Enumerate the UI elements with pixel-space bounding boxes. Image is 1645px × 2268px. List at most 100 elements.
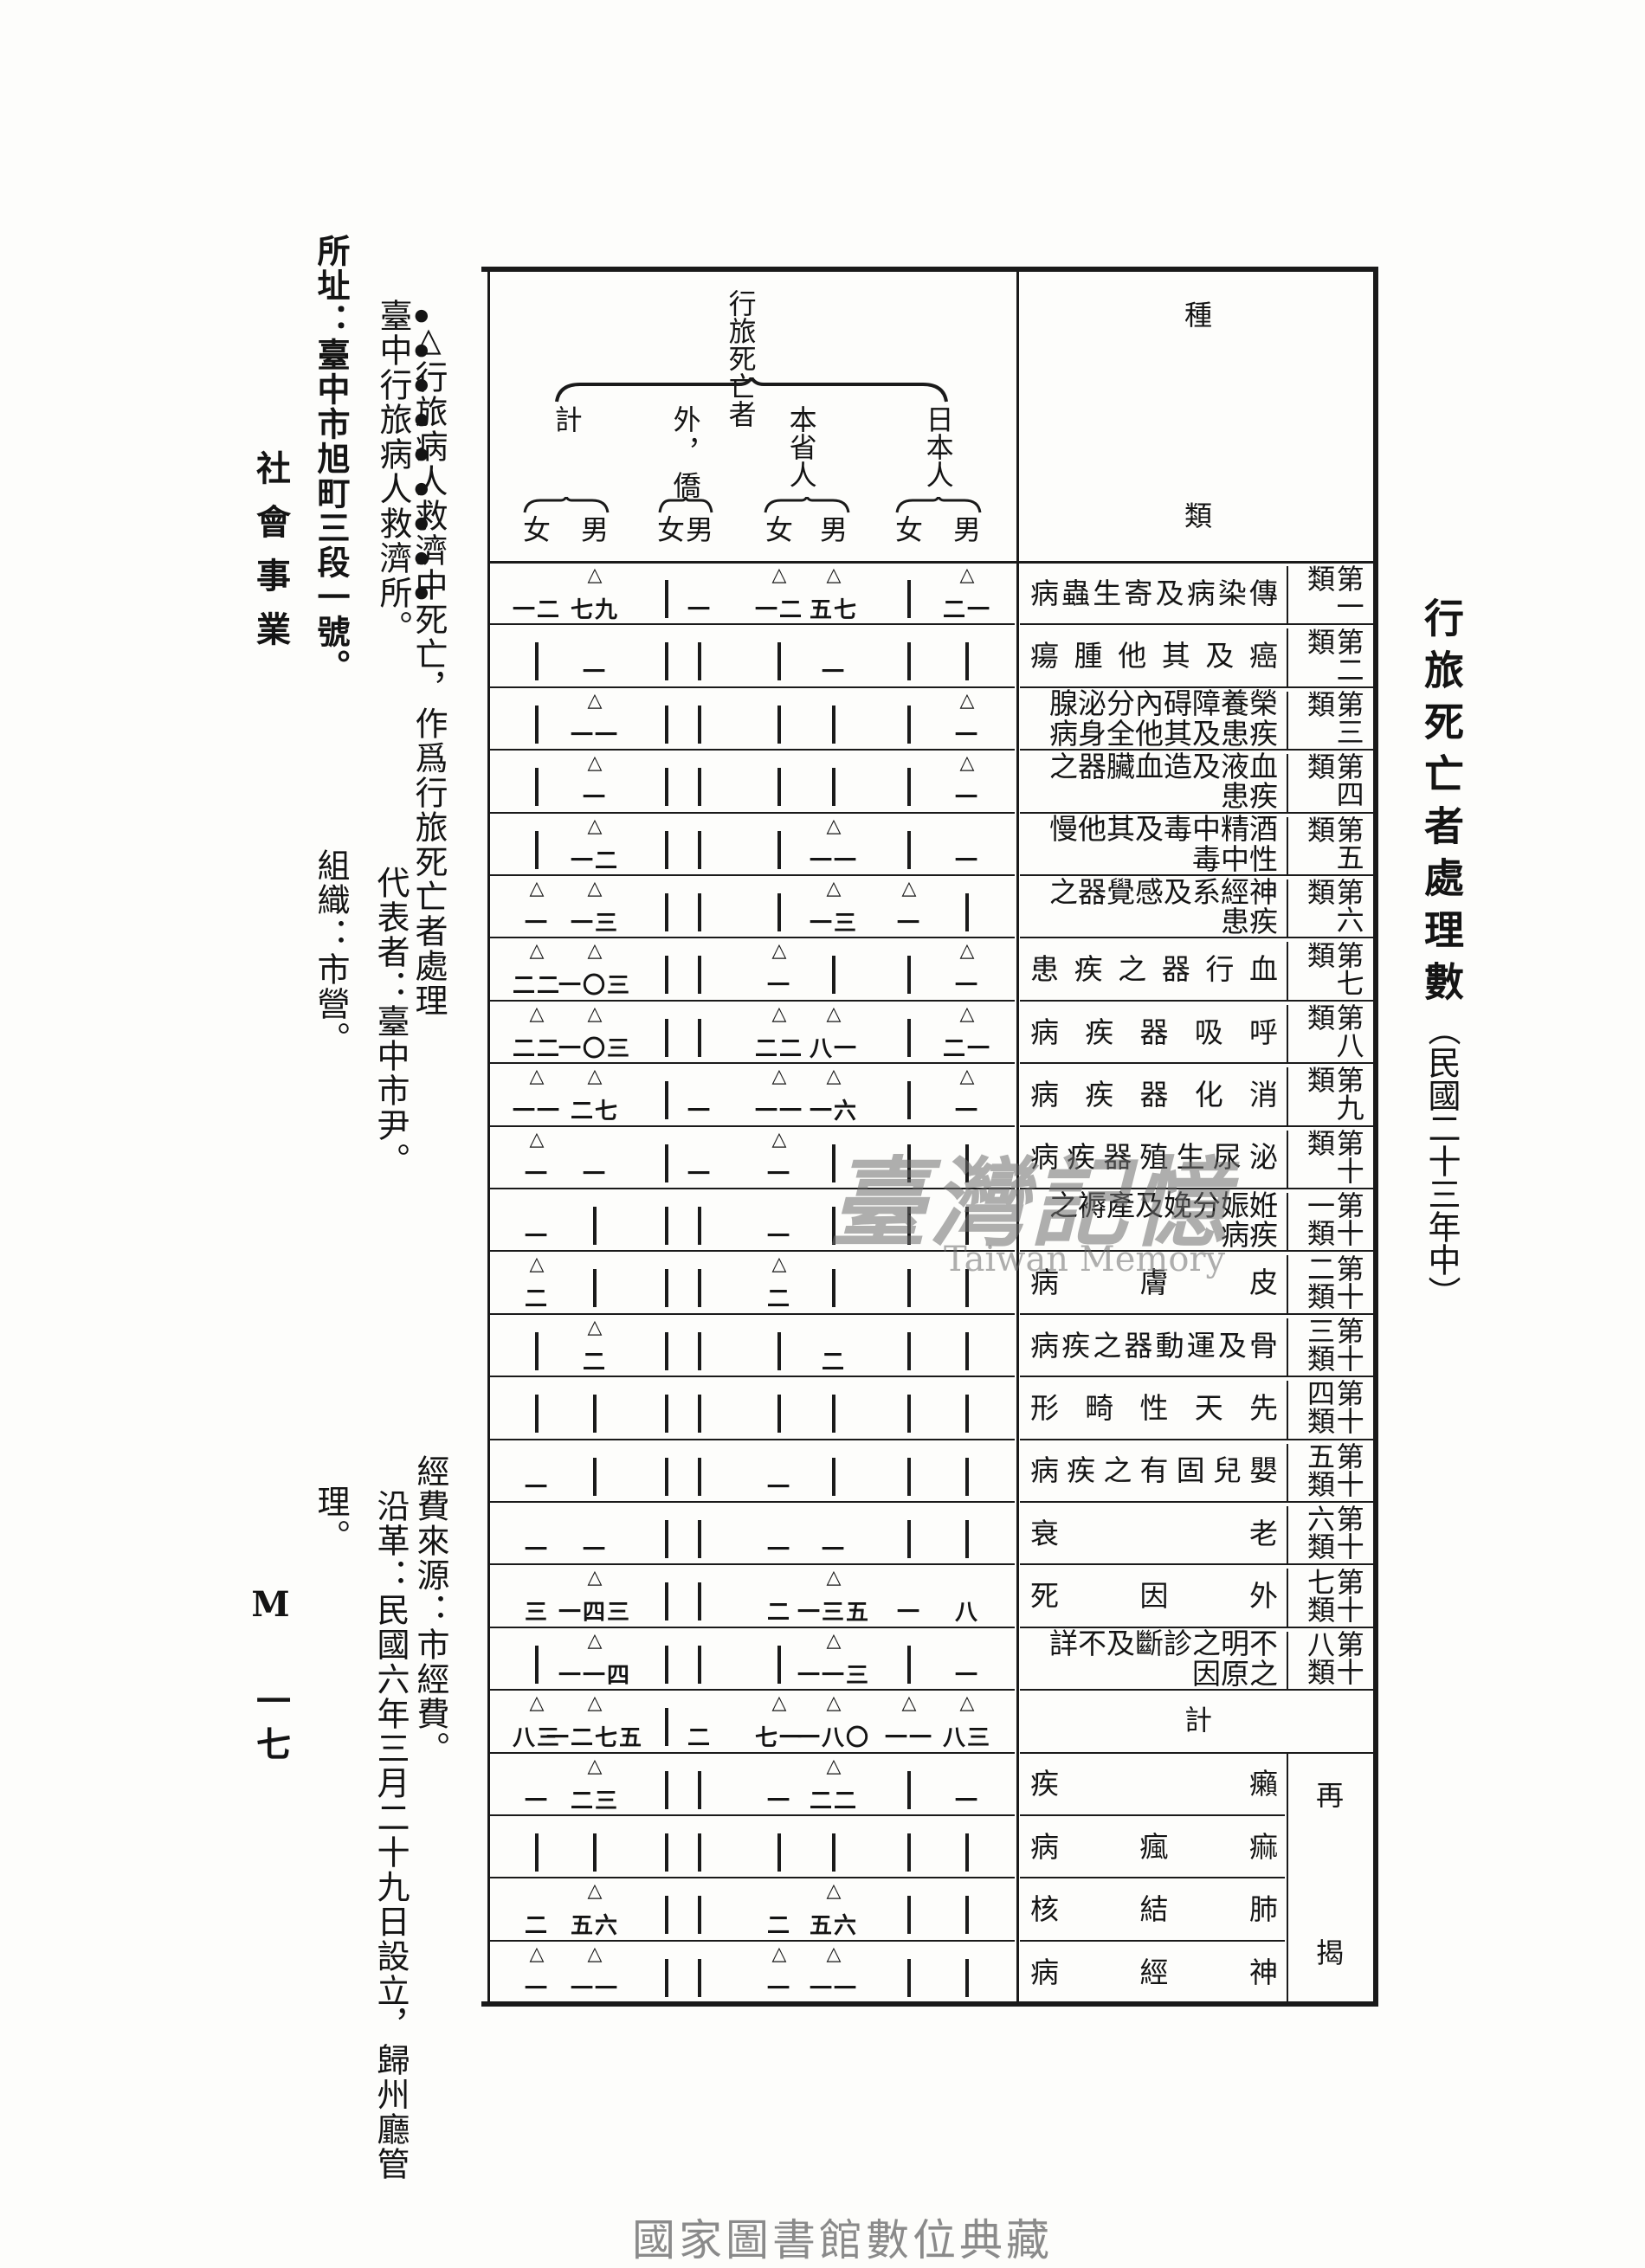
japanese-female-zero-value <box>907 705 911 744</box>
foreign-male-header: 男 <box>686 513 714 546</box>
category-label: 癩疾 <box>1030 1767 1278 1801</box>
triangle-mark-icon: △ <box>587 689 603 712</box>
category-label: 榮養障碍內分泌腺疾患及其他全身病 <box>1049 686 1278 751</box>
triangle-mark-icon: △ <box>771 940 787 963</box>
label-divider <box>1020 1312 1373 1315</box>
row-divider <box>490 1250 1015 1253</box>
triangle-mark-icon: △ <box>771 1128 787 1150</box>
triangle-mark-icon: △ <box>959 1692 975 1715</box>
class-divider <box>1287 1506 1288 1564</box>
row-divider <box>490 1124 1015 1127</box>
local-male-value: 五六 <box>809 1913 859 1940</box>
category-header-bottom: 類 <box>1184 499 1213 532</box>
triangle-mark-icon: △ <box>529 1128 545 1150</box>
row-divider <box>490 999 1015 1002</box>
class-number: 第十五類 <box>1303 1441 1365 1498</box>
local-male-value: 一六 <box>809 1099 859 1125</box>
category-label-cell: 血行器之疾患 <box>1030 938 1278 1001</box>
class-divider <box>1287 691 1288 750</box>
class-number: 第四類 <box>1303 752 1365 809</box>
sub-brace-foreign <box>658 497 713 513</box>
foreign-male-zero-value <box>698 1457 701 1496</box>
triangle-mark-icon: △ <box>587 815 603 837</box>
foreign-female-zero-value <box>665 1896 668 1935</box>
total-female-value: 一 <box>524 1537 550 1563</box>
total-row-label: 計 <box>1184 1704 1213 1737</box>
class-number-cell: 第十類 <box>1295 1127 1371 1189</box>
triangle-mark-icon: △ <box>826 1002 842 1025</box>
class-divider <box>1287 879 1288 937</box>
class-number-cell: 第六類 <box>1295 876 1371 938</box>
class-number: 第十四類 <box>1303 1379 1365 1435</box>
total-male-value: 一 <box>582 1537 608 1563</box>
class-number: 第十三類 <box>1303 1316 1365 1372</box>
title-year: （民國二十三年中） <box>1422 1013 1461 1309</box>
total-female-value: 三 <box>524 1600 550 1627</box>
foreign-male-zero-value <box>698 1645 701 1684</box>
table-right-border <box>1373 268 1378 2005</box>
category-label-cell: 消化器疾病 <box>1030 1064 1278 1126</box>
category-label: 傳染病及寄生蟲病 <box>1030 576 1278 610</box>
total-male-value: 五六 <box>570 1913 620 1940</box>
total-male-value: 一三 <box>570 911 620 937</box>
triangle-mark-icon: △ <box>826 1943 842 1965</box>
foreign-female-zero-value <box>665 1081 668 1120</box>
group-label-local: 本省人 <box>784 405 818 488</box>
class-number: 第十八類 <box>1303 1629 1365 1685</box>
triangle-mark-icon: △ <box>826 1567 842 1589</box>
category-label: 骨及運動器之疾病 <box>1030 1328 1278 1363</box>
total-male-value: 一二 <box>570 847 620 874</box>
triangle-mark-icon: △ <box>826 878 842 899</box>
label-divider <box>1020 1376 1373 1378</box>
foreign-male-zero-value <box>698 1896 701 1935</box>
japanese-female-zero-value <box>907 1331 911 1370</box>
local-female-value: 一 <box>766 1474 792 1501</box>
category-label-cell: 痲瘋病 <box>1030 1816 1278 1878</box>
japanese-male-zero-value <box>965 1833 969 1872</box>
triangle-mark-icon: △ <box>826 1692 842 1715</box>
japanese-male-value: 二一 <box>942 1035 992 1062</box>
foreign-male-zero-value <box>698 1582 701 1621</box>
foreign-male-zero-value <box>698 956 701 995</box>
local-female-value: 一 <box>766 1788 792 1814</box>
category-label: 先天性畸形 <box>1030 1391 1278 1426</box>
total-female-value: 一 <box>524 1975 550 2002</box>
category-label: 肺結核 <box>1030 1892 1278 1927</box>
triangle-mark-icon: △ <box>587 752 603 775</box>
local-female-zero-value <box>777 768 781 807</box>
category-label-cell: 神經系及感覺器之疾患 <box>1030 876 1278 938</box>
japanese-female-value: 一一 <box>884 1725 934 1752</box>
row-divider <box>490 1689 1015 1691</box>
local-female-zero-value <box>777 1833 781 1872</box>
japanese-female-zero-value <box>907 642 911 681</box>
class-number: 第三類 <box>1303 689 1365 745</box>
japanese-female-zero-value <box>907 1645 911 1684</box>
japanese-female-zero-value <box>907 1081 911 1120</box>
local-male-value: 一八〇 <box>797 1725 871 1752</box>
class-number-cell: 第十二類 <box>1295 1252 1371 1314</box>
funding-note: 經費來源：市經費。 <box>411 1454 449 1766</box>
table-data-divider <box>1016 268 1019 2005</box>
category-label-cell: 神經病 <box>1030 1942 1278 2004</box>
local-male-zero-value <box>832 768 835 807</box>
japanese-male-value: 一 <box>954 1662 980 1689</box>
watermark-logo: 臺灣記憶 <box>829 1147 1231 1260</box>
total-male-zero-value <box>593 1207 597 1245</box>
foreign-female-zero-value <box>665 1708 668 1747</box>
triangle-mark-icon: △ <box>587 1755 603 1777</box>
triangle-mark-icon: △ <box>901 878 917 899</box>
foreign-male-zero-value <box>698 768 701 807</box>
label-divider <box>1020 1250 1373 1253</box>
local-male-zero-value <box>832 956 835 995</box>
class-number: 第一類 <box>1303 564 1365 621</box>
class-divider <box>1287 754 1288 812</box>
japanese-male-zero-value <box>965 893 969 931</box>
sub-brace-total <box>523 497 610 513</box>
total-female-value: 二二 <box>512 973 562 1000</box>
title-main: 行旅死亡者處理數 <box>1418 597 1465 1013</box>
total-male-value: 二七 <box>570 1099 620 1125</box>
row-divider <box>490 749 1015 751</box>
category-label-cell: 癌及其他腫瘍 <box>1030 625 1278 687</box>
japanese-female-zero-value <box>907 1144 911 1182</box>
local-male-value: 一 <box>821 660 847 686</box>
